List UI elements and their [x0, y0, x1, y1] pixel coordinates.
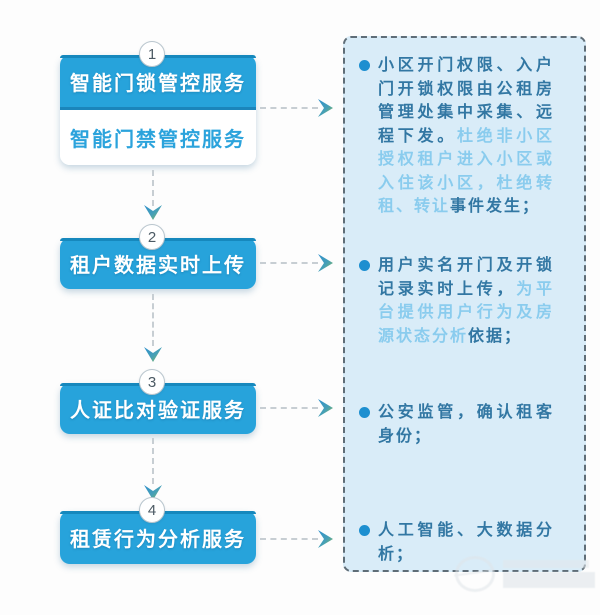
step1-label-1: 智能门锁管控服务 — [70, 72, 246, 95]
step-number-badge-2: 2 — [139, 224, 165, 250]
dot-icon — [359, 260, 370, 271]
watermark — [455, 556, 595, 592]
bullet-text: 小区开门权限、入户门开锁权限由公租房管理处集中采集、远程下发。杜绝非小区授权租户… — [378, 57, 554, 215]
chevron-right-icon — [318, 99, 333, 117]
panel-bullet-2: 用户实名开门及开锁记录实时上传，为平台提供用户行为及房源状态分析依据； — [359, 254, 576, 348]
connector-step3-panel — [260, 407, 318, 409]
chevron-right-icon — [318, 254, 333, 272]
step-number-badge-4: 4 — [139, 497, 165, 523]
watermark-text-blur — [503, 560, 595, 588]
description-panel: 小区开门权限、入户门开锁权限由公租房管理处集中采集、远程下发。杜绝非小区授权租户… — [343, 36, 586, 572]
chevron-right-icon — [318, 399, 333, 417]
watermark-logo-icon — [455, 556, 495, 592]
bullet-text: 人工智能、大数据分析； — [378, 522, 554, 563]
step-card-1: 智能门锁管控服务 智能门禁管控服务 — [60, 55, 256, 165]
step-number-badge-3: 3 — [139, 369, 165, 395]
connector-line-1-2 — [152, 170, 154, 206]
bullet-text: 用户实名开门及开锁记录实时上传，为平台提供用户行为及房源状态分析依据； — [378, 257, 554, 345]
step2-label: 租户数据实时上传 — [70, 255, 246, 277]
step-number-badge-1: 1 — [139, 41, 165, 67]
connector-line-2-3 — [152, 294, 154, 346]
chevron-down-icon — [144, 347, 162, 362]
connector-step2-panel — [260, 262, 318, 264]
dot-icon — [359, 407, 370, 418]
dot-icon — [359, 525, 370, 536]
chevron-down-icon — [144, 205, 162, 220]
panel-bullet-1: 小区开门权限、入户门开锁权限由公租房管理处集中采集、远程下发。杜绝非小区授权租户… — [359, 54, 576, 219]
connector-step4-panel — [260, 538, 318, 540]
panel-bullet-4: 人工智能、大数据分析； — [359, 519, 576, 566]
step3-label: 人证比对验证服务 — [70, 400, 246, 422]
connector-step1-panel — [260, 107, 318, 109]
step1-label-2: 智能门禁管控服务 — [70, 129, 246, 151]
step4-label: 租赁行为分析服务 — [70, 529, 246, 551]
step1-secondary-row: 智能门禁管控服务 — [60, 110, 256, 165]
panel-bullet-3: 公安监管，确认租客身份； — [359, 401, 576, 448]
chevron-down-icon — [144, 485, 162, 500]
bullet-text: 公安监管，确认租客身份； — [378, 404, 554, 445]
dot-icon — [359, 60, 370, 71]
chevron-right-icon — [318, 530, 333, 548]
connector-line-3-4 — [152, 438, 154, 484]
